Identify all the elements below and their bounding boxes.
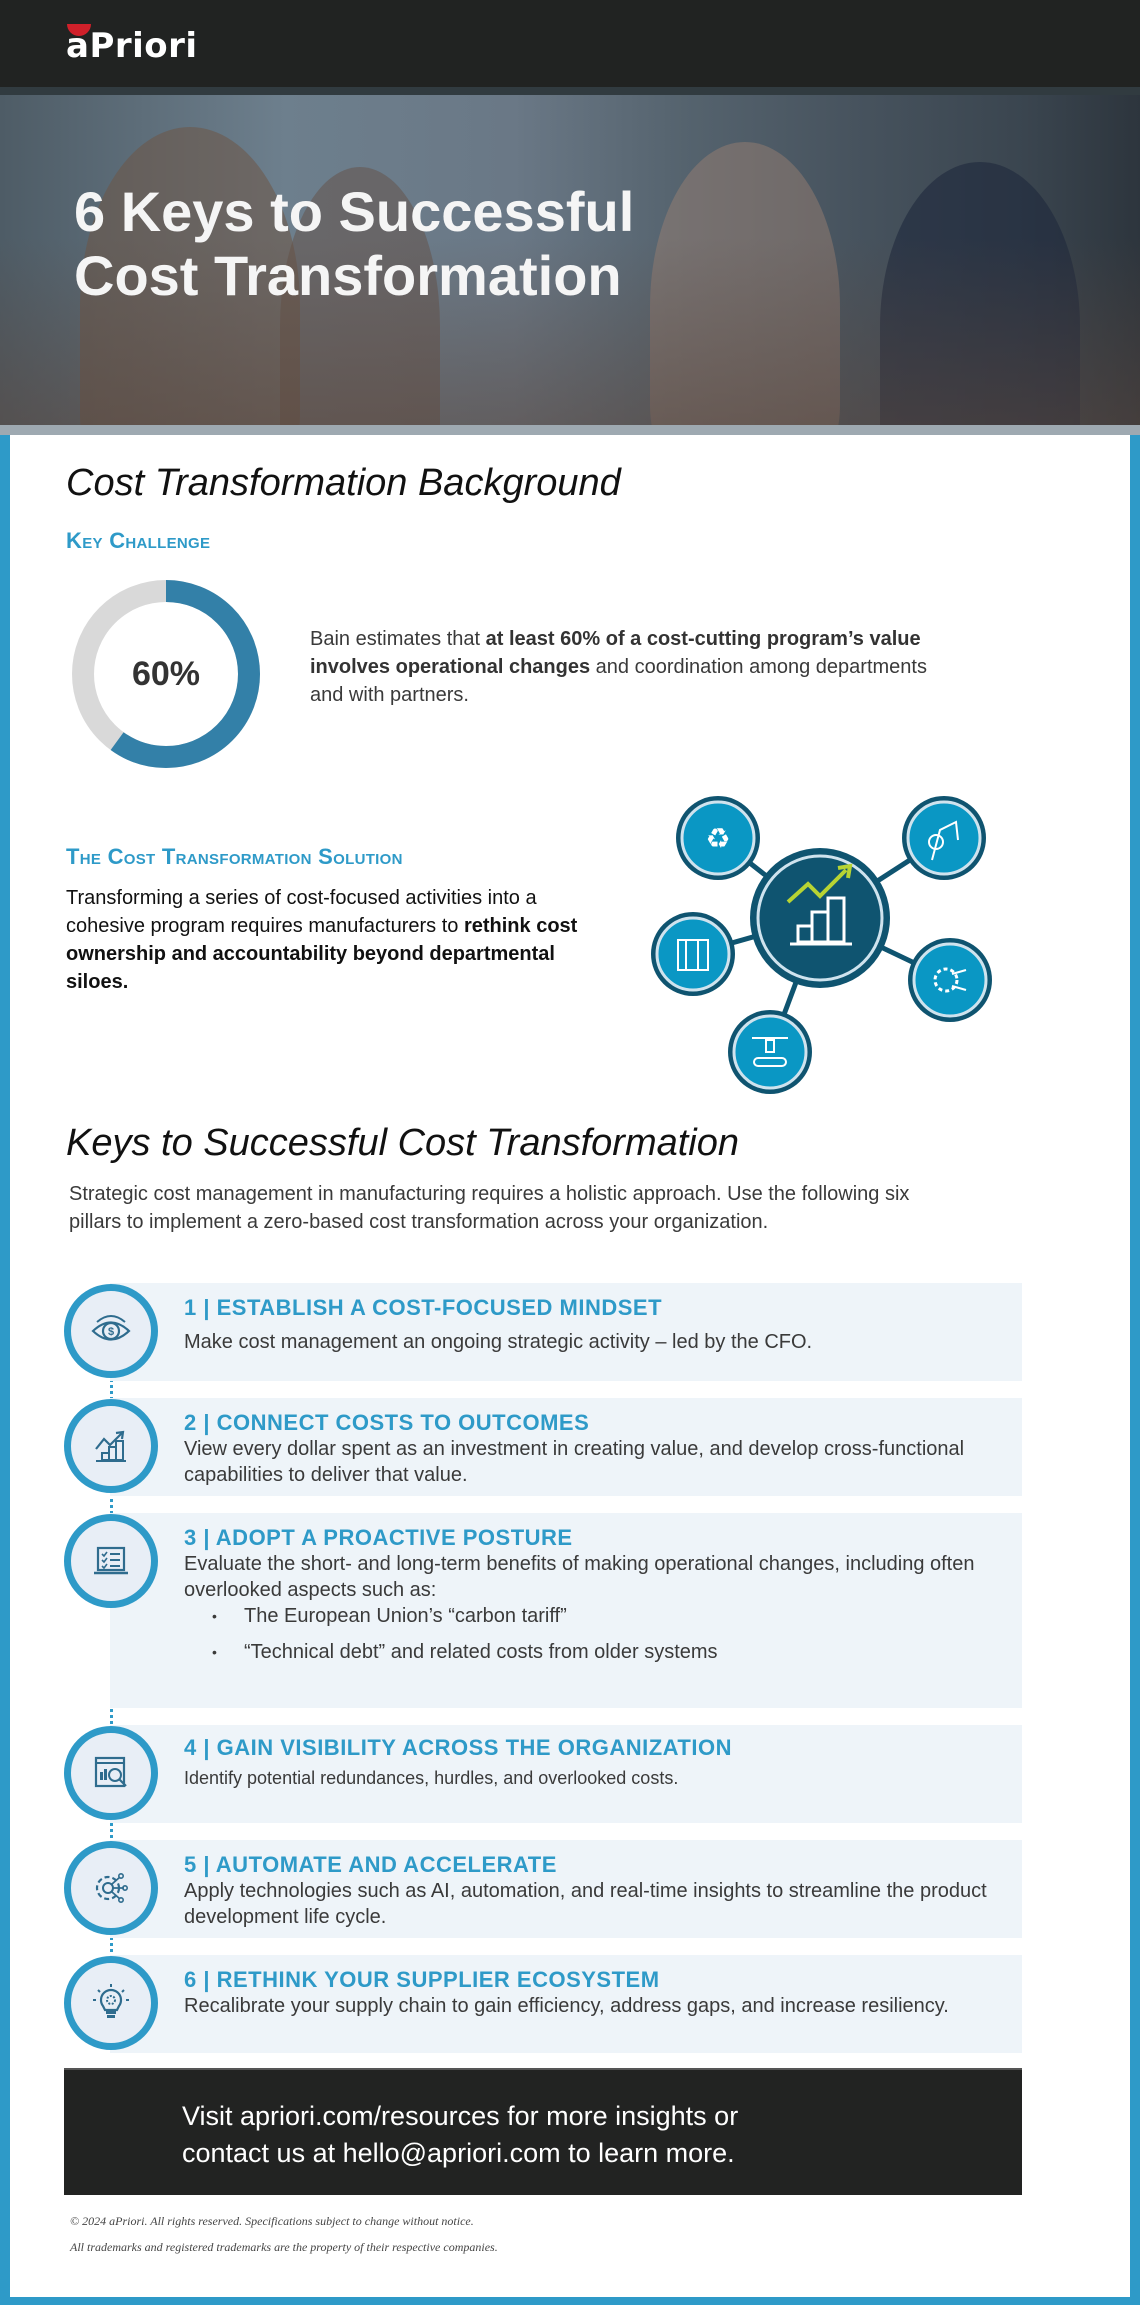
key-card-3: 3 | ADOPT A PROACTIVE POSTURE Evaluate t… [110,1513,1022,1708]
key-heading: 3 | ADOPT A PROACTIVE POSTURE [184,1525,573,1550]
key-body: Identify potential redundances, hurdles,… [184,1768,679,1788]
key-bullet: “Technical debt” and related costs from … [212,1639,718,1665]
svg-text:$: $ [108,1326,114,1338]
key-badge-3 [64,1514,158,1608]
key-badge-6 [64,1956,158,2050]
cta-line2[interactable]: contact us at hello@apriori.com to learn… [182,2138,735,2168]
hero-banner: 6 Keys to Successful Cost Transformation [0,87,1140,435]
ai-gear-circuit-icon [908,938,992,1022]
key-heading: 4 | GAIN VISIBILITY ACROSS THE ORGANIZAT… [184,1735,732,1760]
key-card-5: 5 | AUTOMATE AND ACCELERATE Apply techno… [110,1840,1022,1938]
copyright-notice: © 2024 aPriori. All rights reserved. Spe… [70,2214,474,2228]
apriori-logo[interactable]: aPriori [66,24,198,66]
key-bullet-list: The European Union’s “carbon tariff” “Te… [212,1603,718,1675]
keys-intro-text: Strategic cost management in manufacturi… [69,1183,910,1233]
key-badge-5 [64,1841,158,1935]
logo-smile-icon [67,24,91,36]
key-badge-1: $ [64,1284,158,1378]
key-card-2: 2 | CONNECT COSTS TO OUTCOMES View every… [110,1398,1022,1496]
cta-line1[interactable]: Visit apriori.com/resources for more ins… [182,2101,739,2131]
key-badge-4 [64,1726,158,1820]
robot-arm-icon [902,796,986,880]
solution-text-bold: rethink cost ownership and accountabilit… [66,915,578,993]
key-badge-2 [64,1399,158,1493]
top-bar: aPriori [0,0,1140,87]
key-card-1: 1 | ESTABLISH A COST-FOCUSED MINDSET Mak… [110,1283,1022,1381]
key-heading: 2 | CONNECT COSTS TO OUTCOMES [184,1410,590,1435]
hero-bottom-strip [0,425,1140,435]
key-body: Recalibrate your supply chain to gain ef… [184,1995,949,2017]
logo-text: aPriori [66,26,198,66]
hero-top-band [0,87,1140,95]
analytics-magnifier-icon [94,1756,127,1788]
challenge-text-part: and coordination among departments and w… [310,656,927,706]
blueprint-icon [651,912,735,996]
donut-chart-60-percent [72,580,260,768]
hero-overlay [0,237,1140,435]
frame-border-bottom [0,2297,1140,2305]
solution-text-part: Transforming a series of cost-focused ac… [66,887,537,937]
page-title-line2: Cost Transformation [74,244,622,307]
lightbulb-gear-icon [93,1984,129,2018]
key-heading: 5 | AUTOMATE AND ACCELERATE [184,1852,557,1877]
key-heading: 1 | ESTABLISH A COST-FOCUSED MINDSET [184,1295,663,1320]
cta-text[interactable]: Visit apriori.com/resources for more ins… [182,2098,738,2172]
key-body: Evaluate the short- and long-term benefi… [184,1553,975,1601]
page-title-line1: 6 Keys to Successful [74,180,635,243]
cost-network-diagram: ♻ [651,796,992,1094]
key-card-6: 6 | RETHINK YOUR SUPPLIER ECOSYSTEM Reca… [110,1955,1022,2053]
solution-label: The Cost Transformation Solution [66,844,403,869]
key-challenge-text: Bain estimates that at least 60% of a co… [310,625,950,709]
conveyor-assembly-icon [728,1010,812,1094]
growth-chart-icon [95,1430,126,1462]
key-heading: 6 | RETHINK YOUR SUPPLIER ECOSYSTEM [184,1967,660,1992]
key-bullet: The European Union’s “carbon tariff” [212,1603,718,1629]
key-body: View every dollar spent as an investment… [184,1438,965,1486]
cta-banner: Visit apriori.com/resources for more ins… [64,2068,1022,2195]
frame-border-right [1130,435,1140,2305]
eye-dollar-icon: $ [91,1315,131,1341]
ai-gear-circuit-icon [95,1873,128,1903]
key-challenge-label: Key Challenge [66,528,211,553]
challenge-text-bold: at least 60% of a cost-cutting program’s… [310,628,921,678]
donut-value: 60% [131,654,201,693]
solution-text: Transforming a series of cost-focused ac… [66,884,606,996]
frame-border-left [0,435,10,2305]
key-card-4: 4 | GAIN VISIBILITY ACROSS THE ORGANIZAT… [110,1725,1022,1823]
background-section-title: Cost Transformation Background [66,462,621,504]
recycle-leaf-icon: ♻ [676,796,760,880]
checklist-laptop-icon [94,1546,128,1575]
page-title: 6 Keys to Successful Cost Transformation [74,180,634,308]
key-body: Apply technologies such as AI, automatio… [184,1880,987,1928]
growth-chart-icon [750,848,890,988]
challenge-text-part: Bain estimates that [310,628,486,650]
key-body: Make cost management an ongoing strategi… [184,1331,813,1353]
svg-text:♻: ♻ [705,823,730,854]
keys-section-title: Keys to Successful Cost Transformation [66,1122,739,1164]
trademark-notice: All trademarks and registered trademarks… [70,2240,498,2254]
